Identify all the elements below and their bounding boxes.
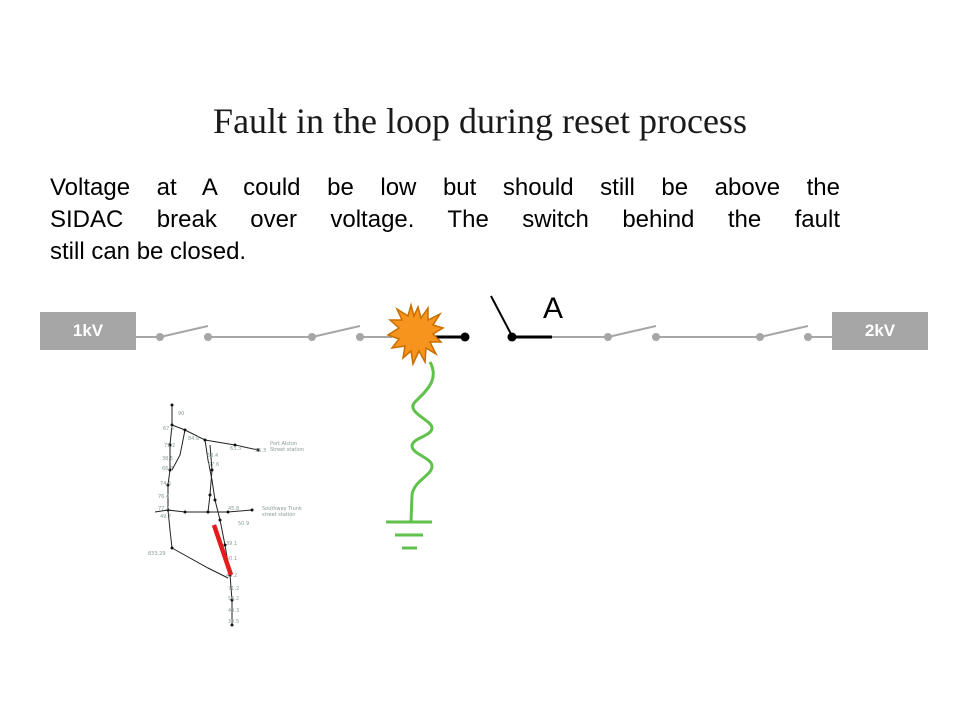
svg-text:38.5: 38.5	[162, 456, 173, 462]
svg-text:street station: street station	[262, 512, 295, 518]
svg-text:833.29: 833.29	[148, 551, 166, 557]
svg-text:43.2: 43.2	[226, 573, 237, 579]
svg-text:38.5: 38.5	[228, 619, 239, 625]
source-1kv-box: 1kV	[40, 312, 136, 350]
point-a-label: A	[543, 292, 563, 325]
svg-text:67.6: 67.6	[208, 462, 219, 468]
svg-text:77.2: 77.2	[158, 506, 169, 512]
switch-contacts	[156, 333, 812, 341]
svg-text:76.4: 76.4	[158, 494, 169, 500]
paragraph-line: still can be closed.	[50, 238, 247, 265]
svg-text:Southway Trunk: Southway Trunk	[262, 506, 302, 512]
faulted-section	[211, 524, 234, 576]
slide-paragraph: Voltage at A could be low but should sti…	[50, 172, 840, 268]
svg-text:84.8: 84.8	[188, 436, 199, 442]
fault-burst	[386, 302, 445, 367]
svg-text:75.2: 75.2	[164, 443, 175, 449]
svg-text:63.3: 63.3	[230, 446, 241, 452]
svg-text:90: 90	[178, 411, 184, 417]
svg-text:71.2: 71.2	[228, 586, 239, 592]
network-map: 75.2 38.5 66.7 74.6 76.4 77.2 49.7 84.8 90 67…	[148, 403, 304, 627]
switch-blades	[159, 325, 809, 338]
svg-text:63.4: 63.4	[207, 453, 218, 459]
paragraph-line: SIDAC break over voltage. The switch beh…	[50, 206, 840, 233]
source-2kv-box: 2kV	[832, 312, 928, 350]
ground-symbol	[386, 520, 432, 550]
svg-text:50.9: 50.9	[238, 521, 249, 527]
svg-text:56.2: 56.2	[228, 596, 239, 602]
svg-text:67.5: 67.5	[163, 426, 174, 432]
svg-text:Street station: Street station	[270, 447, 304, 453]
svg-text:43.3: 43.3	[228, 608, 239, 614]
svg-text:66.7: 66.7	[162, 466, 173, 472]
svg-text:55.3: 55.3	[255, 448, 266, 454]
svg-text:50.1: 50.1	[226, 556, 237, 562]
svg-text:49.7: 49.7	[160, 514, 171, 520]
slide-title: Fault in the loop during reset process	[213, 101, 747, 141]
svg-text:Port Alston: Port Alston	[270, 441, 297, 447]
switch-a-contact-left	[460, 332, 470, 342]
svg-text:45.8: 45.8	[228, 506, 239, 512]
switch-a	[430, 295, 552, 339]
svg-text:74.6: 74.6	[160, 481, 171, 487]
switch-a-contact-right	[507, 332, 517, 342]
svg-text:39.1: 39.1	[226, 541, 237, 547]
ground-path	[409, 361, 435, 523]
paragraph-line: Voltage at A could be low but should sti…	[50, 174, 840, 201]
